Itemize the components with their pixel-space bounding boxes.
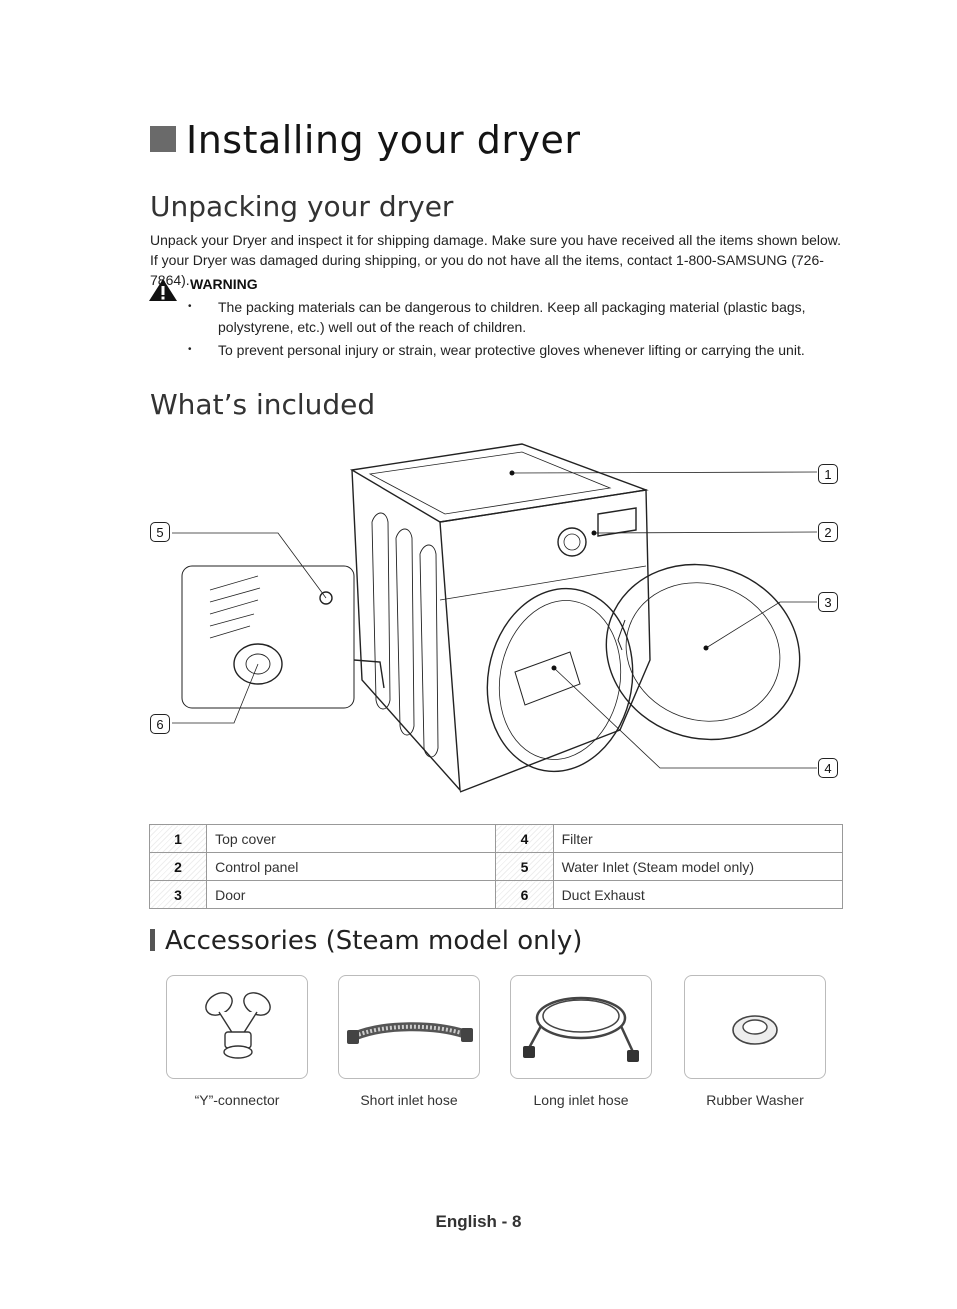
part-number: 3 [148, 880, 208, 909]
callout-3: 3 [818, 592, 838, 612]
section-heading-unpacking: Unpacking your dryer [150, 190, 454, 223]
parts-table: 1 Top cover 4 Filter 2 Control panel 5 W… [148, 824, 844, 909]
dryer-diagram: 1 2 3 4 5 6 [140, 430, 850, 810]
warning-triangle-icon [149, 279, 177, 301]
part-label: Top cover [206, 824, 497, 853]
part-number: 1 [148, 824, 208, 853]
intro-paragraph: Unpack your Dryer and inspect it for shi… [150, 232, 842, 288]
y-connector-icon [205, 992, 271, 1059]
accessory-caption: Long inlet hose [533, 1092, 629, 1108]
part-label: Water Inlet (Steam model only) [552, 852, 844, 881]
callout-1: 1 [818, 464, 838, 484]
accessory-y-connector [166, 975, 308, 1079]
part-label: Control panel [206, 852, 497, 881]
page-footer: English - 8 [435, 1212, 522, 1231]
table-row: 1 Top cover 4 Filter [148, 824, 844, 853]
callout-6: 6 [150, 714, 170, 734]
part-label: Filter [552, 824, 844, 853]
callout-5: 5 [150, 522, 170, 542]
accessory-rubber-washer [684, 975, 826, 1079]
part-label: Duct Exhaust [552, 880, 844, 909]
part-number: 6 [495, 880, 554, 909]
long-hose-icon [523, 996, 639, 1062]
callout-4: 4 [818, 758, 838, 778]
part-label: Door [206, 880, 497, 909]
rubber-washer-icon [732, 1015, 778, 1045]
title-square-icon [150, 126, 176, 152]
part-number: 5 [495, 852, 554, 881]
page-title-text: Installing your dryer [186, 118, 581, 162]
part-number: 4 [495, 824, 554, 853]
table-row: 2 Control panel 5 Water Inlet (Steam mod… [148, 852, 844, 881]
page-title: Installing your dryer [150, 118, 581, 162]
accessory-long-hose [510, 975, 652, 1079]
warning-item: To prevent personal injury or strain, we… [188, 340, 828, 360]
short-hose-icon [347, 1022, 473, 1044]
table-row: 3 Door 6 Duct Exhaust [148, 880, 844, 909]
section-heading-whats-included: What’s included [150, 388, 376, 421]
accessories-heading-text: Accessories (Steam model only) [165, 926, 583, 956]
part-number: 2 [148, 852, 208, 881]
accessory-caption: Short inlet hose [360, 1092, 458, 1108]
warning-label: WARNING [190, 276, 258, 292]
warning-list: The packing materials can be dangerous t… [188, 297, 828, 363]
accessory-caption: “Y”-connector [194, 1092, 280, 1108]
warning-item: The packing materials can be dangerous t… [188, 297, 828, 337]
accessory-caption: Rubber Washer [706, 1092, 804, 1108]
dryer-illustration [172, 443, 818, 793]
accessory-short-hose [338, 975, 480, 1079]
heading-bar-icon [150, 929, 155, 951]
callout-2: 2 [818, 522, 838, 542]
accessories-heading: Accessories (Steam model only) [150, 926, 582, 956]
